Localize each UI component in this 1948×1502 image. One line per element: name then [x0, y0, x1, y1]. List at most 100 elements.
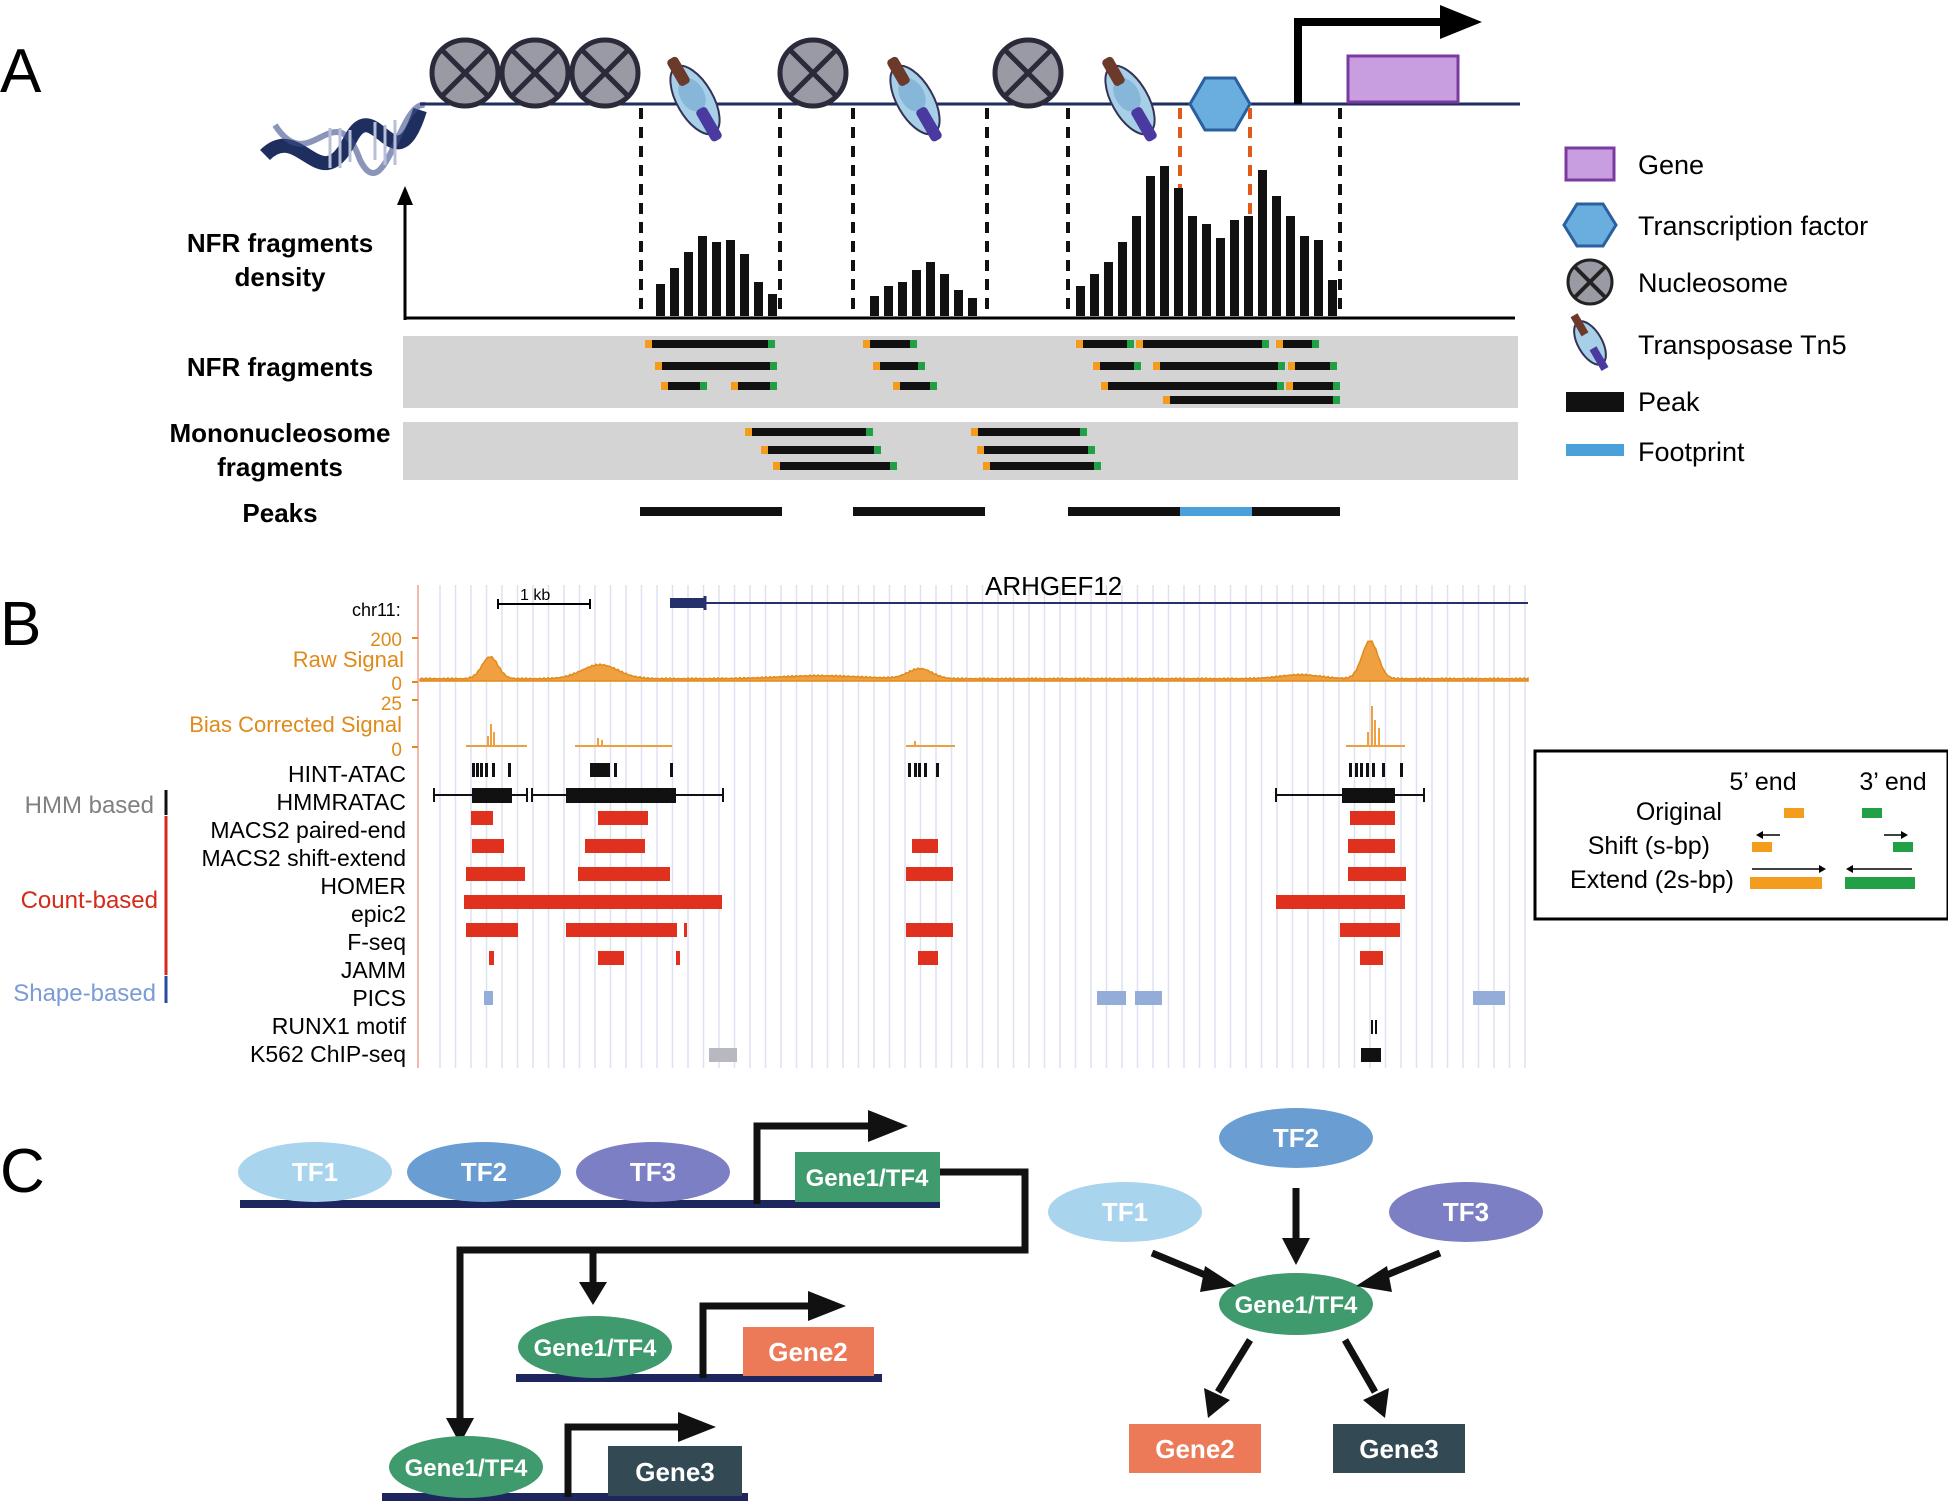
density-axis-arrow-icon — [397, 186, 413, 205]
gene1-ellipse-right — [1219, 1273, 1373, 1335]
peak-call-block — [598, 951, 624, 965]
density-bar — [1104, 262, 1113, 316]
hmm-group-label: HMM based — [25, 792, 154, 819]
density-bar — [1286, 216, 1295, 316]
fragment — [1136, 340, 1269, 348]
pics-block — [1097, 991, 1126, 1005]
shape-group-label: Shape-based — [13, 980, 156, 1007]
tf2-label-right: TF2 — [1273, 1123, 1319, 1153]
density-bar — [898, 282, 907, 316]
track-label: MACS2 paired-end — [210, 817, 406, 843]
raw-signal-ymin: 0 — [391, 674, 402, 695]
tn5-transposase-icon — [887, 56, 942, 142]
hint-atac-mark — [476, 763, 479, 777]
density-bar — [1132, 216, 1141, 316]
scale-bar — [497, 599, 591, 609]
footprint-bar-icon — [1566, 444, 1624, 456]
fragment — [1076, 340, 1134, 348]
gene3-box-right — [1333, 1424, 1465, 1473]
peak-call-block — [918, 951, 938, 965]
fragment — [1276, 340, 1319, 348]
density-bar — [1272, 196, 1281, 316]
tf2-ellipse-right — [1219, 1108, 1373, 1168]
hint-atac-mark — [590, 763, 594, 777]
track-label: F-seq — [347, 929, 406, 955]
bias-signal-ymin: 0 — [391, 740, 402, 761]
footprint-bar — [1180, 507, 1252, 516]
tn5-transposase-icon — [1102, 56, 1157, 142]
branch-arrowhead-2-icon — [446, 1418, 474, 1444]
tf1-label-right: TF1 — [1102, 1197, 1148, 1227]
browser-grid — [439, 585, 1526, 1068]
original-3p-mark — [1862, 808, 1882, 818]
tf-hexagon-icon — [1188, 76, 1252, 132]
gene3-tss-arrowhead-icon — [678, 1412, 716, 1442]
hint-atac-mark — [602, 763, 606, 777]
fragment — [983, 462, 1101, 470]
gene2-tss-arrow — [699, 1302, 810, 1378]
density-bar — [1314, 240, 1323, 316]
gene2-tss-arrowhead-icon — [808, 1291, 846, 1321]
density-label-2: density — [234, 262, 326, 292]
tf3-ellipse-right — [1389, 1182, 1543, 1242]
regulatory-cascade: TF1 TF2 TF3 Gene1/TF4 Gene1/TF4 Gene2 Ge… — [238, 1110, 1029, 1501]
nfr-track-bg — [403, 336, 1518, 408]
peak-call-block — [906, 923, 953, 937]
fragment — [1286, 382, 1340, 390]
density-bar — [870, 296, 879, 316]
hint-atac-mark — [670, 763, 673, 777]
peak-call-block — [1276, 895, 1405, 909]
gene3-label-left: Gene3 — [635, 1457, 715, 1487]
shift-5p-mark — [1752, 842, 1772, 852]
density-bar — [1160, 166, 1169, 316]
density-bar — [1146, 176, 1155, 316]
inset-row-shift: Shift (s-bp) — [1588, 832, 1710, 860]
raw-signal-label: Raw Signal — [293, 647, 404, 672]
panel-a-legend: Gene Transcription factor Nucleosome Tra… — [1562, 146, 1868, 467]
fragment — [745, 428, 873, 436]
fragments — [645, 340, 1340, 470]
peaks-label: Peaks — [242, 498, 317, 528]
nucleosome-icon — [569, 37, 641, 109]
hint-atac-mark — [918, 763, 921, 777]
gene3-box-left — [608, 1446, 742, 1496]
hint-atac-mark — [594, 763, 598, 777]
density-bar — [1090, 274, 1099, 316]
density-bar — [884, 286, 893, 316]
density-bar — [670, 268, 679, 316]
peaks-row — [640, 507, 1340, 516]
density-bar — [1188, 216, 1197, 316]
density-bar — [1216, 238, 1225, 316]
chrom-label: chr11: — [352, 600, 401, 620]
density-bar — [684, 252, 693, 316]
hint-atac-mark — [1400, 763, 1403, 777]
runx1-motif-mark — [1375, 1020, 1377, 1034]
gene1-label: Gene1/TF4 — [806, 1165, 929, 1192]
tf3-label-right: TF3 — [1443, 1197, 1489, 1227]
nucleosome-icon — [1566, 258, 1614, 306]
raw-signal-track — [419, 640, 1529, 682]
chipseq-block — [1361, 1048, 1381, 1062]
track-label: PICS — [352, 985, 406, 1011]
inset-row-extend: Extend (2s-bp) — [1570, 866, 1734, 894]
legend-nucleosome: Nucleosome — [1638, 268, 1788, 298]
legend-peak: Peak — [1638, 387, 1700, 417]
fragment — [1101, 382, 1284, 390]
nucleosome-icon — [429, 37, 501, 109]
density-bar — [1230, 220, 1239, 316]
tf1-label-left: TF1 — [292, 1157, 338, 1187]
peak-call-block — [471, 811, 493, 825]
peak-call-block — [1360, 951, 1383, 965]
tn5-transposase-icon — [667, 56, 722, 142]
hint-atac-mark — [1355, 763, 1358, 777]
gene2-box-left — [743, 1327, 874, 1376]
peak-call-block — [1350, 811, 1395, 825]
gene3-label-right: Gene3 — [1359, 1434, 1439, 1464]
fragment — [661, 382, 707, 390]
peak-call-block — [578, 867, 670, 881]
gene2-box-right — [1129, 1424, 1261, 1473]
tf1-ellipse-left — [238, 1142, 392, 1202]
peak-1 — [640, 507, 782, 516]
fragment — [893, 382, 937, 390]
